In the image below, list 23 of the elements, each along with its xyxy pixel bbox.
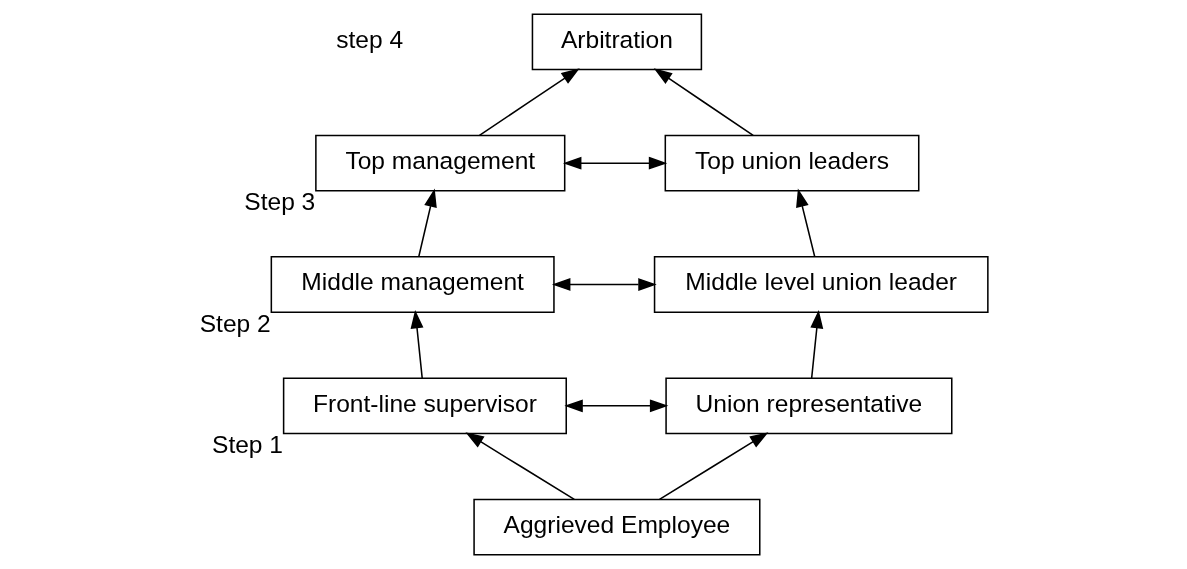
arrow [563,156,668,170]
node-box: Aggrieved Employee [473,498,761,556]
arrow [478,68,580,137]
node-box: Arbitration [531,13,703,71]
node-label: Step 2 [199,309,271,337]
node-label: Step 3 [244,188,316,216]
arrow [410,309,424,379]
node-box: Top management [315,134,566,192]
node-box: Front-line supervisor [282,377,567,435]
label: step 4 [336,25,404,53]
arrow [796,188,816,258]
arrow [653,68,754,137]
node-box: Middle level union leader [653,256,989,313]
arrow [418,188,437,258]
node-label: Step 1 [212,431,284,459]
arrow [551,278,657,291]
arrow [564,399,669,413]
node-box: Middle management [270,256,555,313]
node-box: Top union leaders [664,134,920,192]
arrow [658,432,769,501]
arrow [810,309,824,379]
node-box: Union representative [665,377,953,435]
arrow [465,432,576,501]
